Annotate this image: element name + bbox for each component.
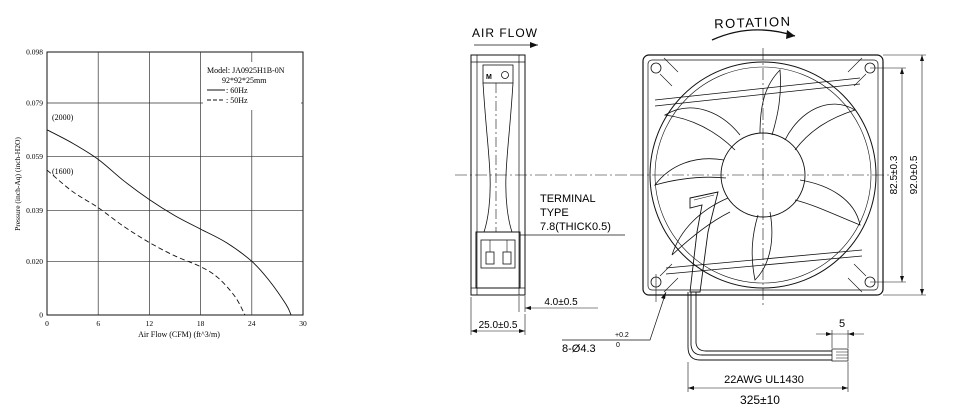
terminal-block [475,231,521,289]
dim-holes-tol-minus: 0 [616,342,620,349]
air-flow-label: AIR FLOW [472,26,538,40]
dim-holes-tol-plus: +0.2 [615,332,629,339]
pq-chart: 0 0.020 0.039 0.059 0.079 0.098 0 6 12 18 24 30 Ai… [13,48,307,340]
legend-size: 92*92*25mm [222,76,267,85]
svg-text:M: M [486,74,492,81]
air-flow-arrow-icon [530,42,538,48]
y-axis-label: Pressure (inch-Aq) (inch-H2O) [13,137,22,231]
series-group [46,129,292,316]
front-view: ROTATION [562,14,926,407]
plot-frame [46,51,304,316]
lead-wires [687,292,848,361]
x-tick-label: 6 [96,319,100,328]
legend-60hz: : 60Hz [226,86,248,95]
dim-flange: 4.0±0.5 [544,297,578,308]
wire-channel [689,191,719,293]
rotation-arrow-icon [786,30,795,39]
x-tick-label: 12 [146,319,154,328]
x-tick-labels: 0 6 12 18 24 30 [45,319,307,328]
legend-50hz: : 50Hz [226,96,248,105]
terminal-line1: TERMINAL [540,193,596,205]
dim-strip: 5 [839,318,845,330]
y-tick-label: 0 [39,311,43,320]
y-tick-label: 0.079 [26,98,43,107]
series-label-1600: (1600) [52,167,74,176]
series-line-1 [46,169,246,316]
x-axis-label: Air Flow (CFM) (ft^3/m) [138,330,220,339]
y-tick-labels: 0 0.020 0.039 0.059 0.079 0.098 [26,48,43,320]
series-label-2000: (2000) [52,113,74,122]
dim-depth: 25.0±0.5 [479,320,518,331]
x-tick-label: 0 [45,319,49,328]
dim-holes: 8-Ø4.3 [562,343,596,355]
side-view: AIR FLOW M TERMINAL TYPE 7.8(THICK0.5) [455,26,635,335]
fan-blades [653,69,861,281]
y-tick-label: 0.020 [26,257,43,266]
legend-model: Model: JA0925H1B-0N [207,66,285,75]
dim-hole-pitch: 82.5±0.3 [889,155,900,194]
dim-frame: 92.0±0.5 [909,155,920,194]
x-tick-label: 24 [248,319,256,328]
y-tick-label: 0.039 [26,206,43,215]
terminal-line3: 7.8(THICK0.5) [540,221,611,233]
mounting-holes [650,57,876,293]
dim-lead: 325±10 [740,393,780,407]
x-tick-label: 18 [197,319,205,328]
y-tick-label: 0.059 [26,152,43,161]
legend: Model: JA0925H1B-0N 92*92*25mm : 60Hz : … [203,62,301,110]
y-tick-label: 0.098 [26,48,43,57]
wire-spec: 22AWG UL1430 [724,374,804,386]
terminal-line2: TYPE [540,207,569,219]
rotation-label: ROTATION [714,14,792,32]
x-tick-label: 30 [299,319,307,328]
series-line-0 [46,129,292,316]
